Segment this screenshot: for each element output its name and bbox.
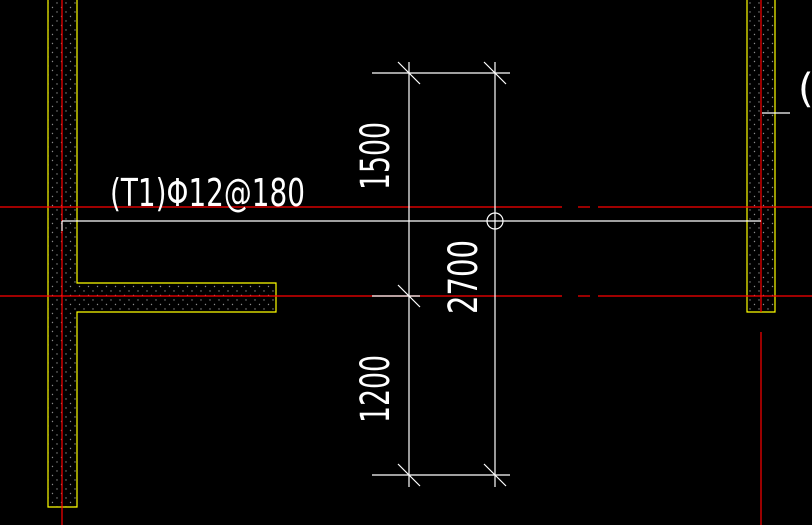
- right-leader[interactable]: (: [762, 66, 812, 114]
- rebar-label[interactable]: (T1)Φ12@180: [110, 171, 305, 215]
- right-wall[interactable]: [746, 0, 776, 525]
- left-wall[interactable]: [47, 0, 277, 525]
- left-wall-fill: [48, 0, 276, 507]
- partial-label-right: (: [798, 66, 812, 112]
- left-wall-outline: [47, 0, 277, 508]
- dim-total[interactable]: 2700: [441, 240, 487, 314]
- dim-bottom-segment[interactable]: 1200: [353, 355, 399, 423]
- dimension-lines[interactable]: [372, 61, 510, 487]
- dim-top-segment[interactable]: 1500: [353, 122, 399, 190]
